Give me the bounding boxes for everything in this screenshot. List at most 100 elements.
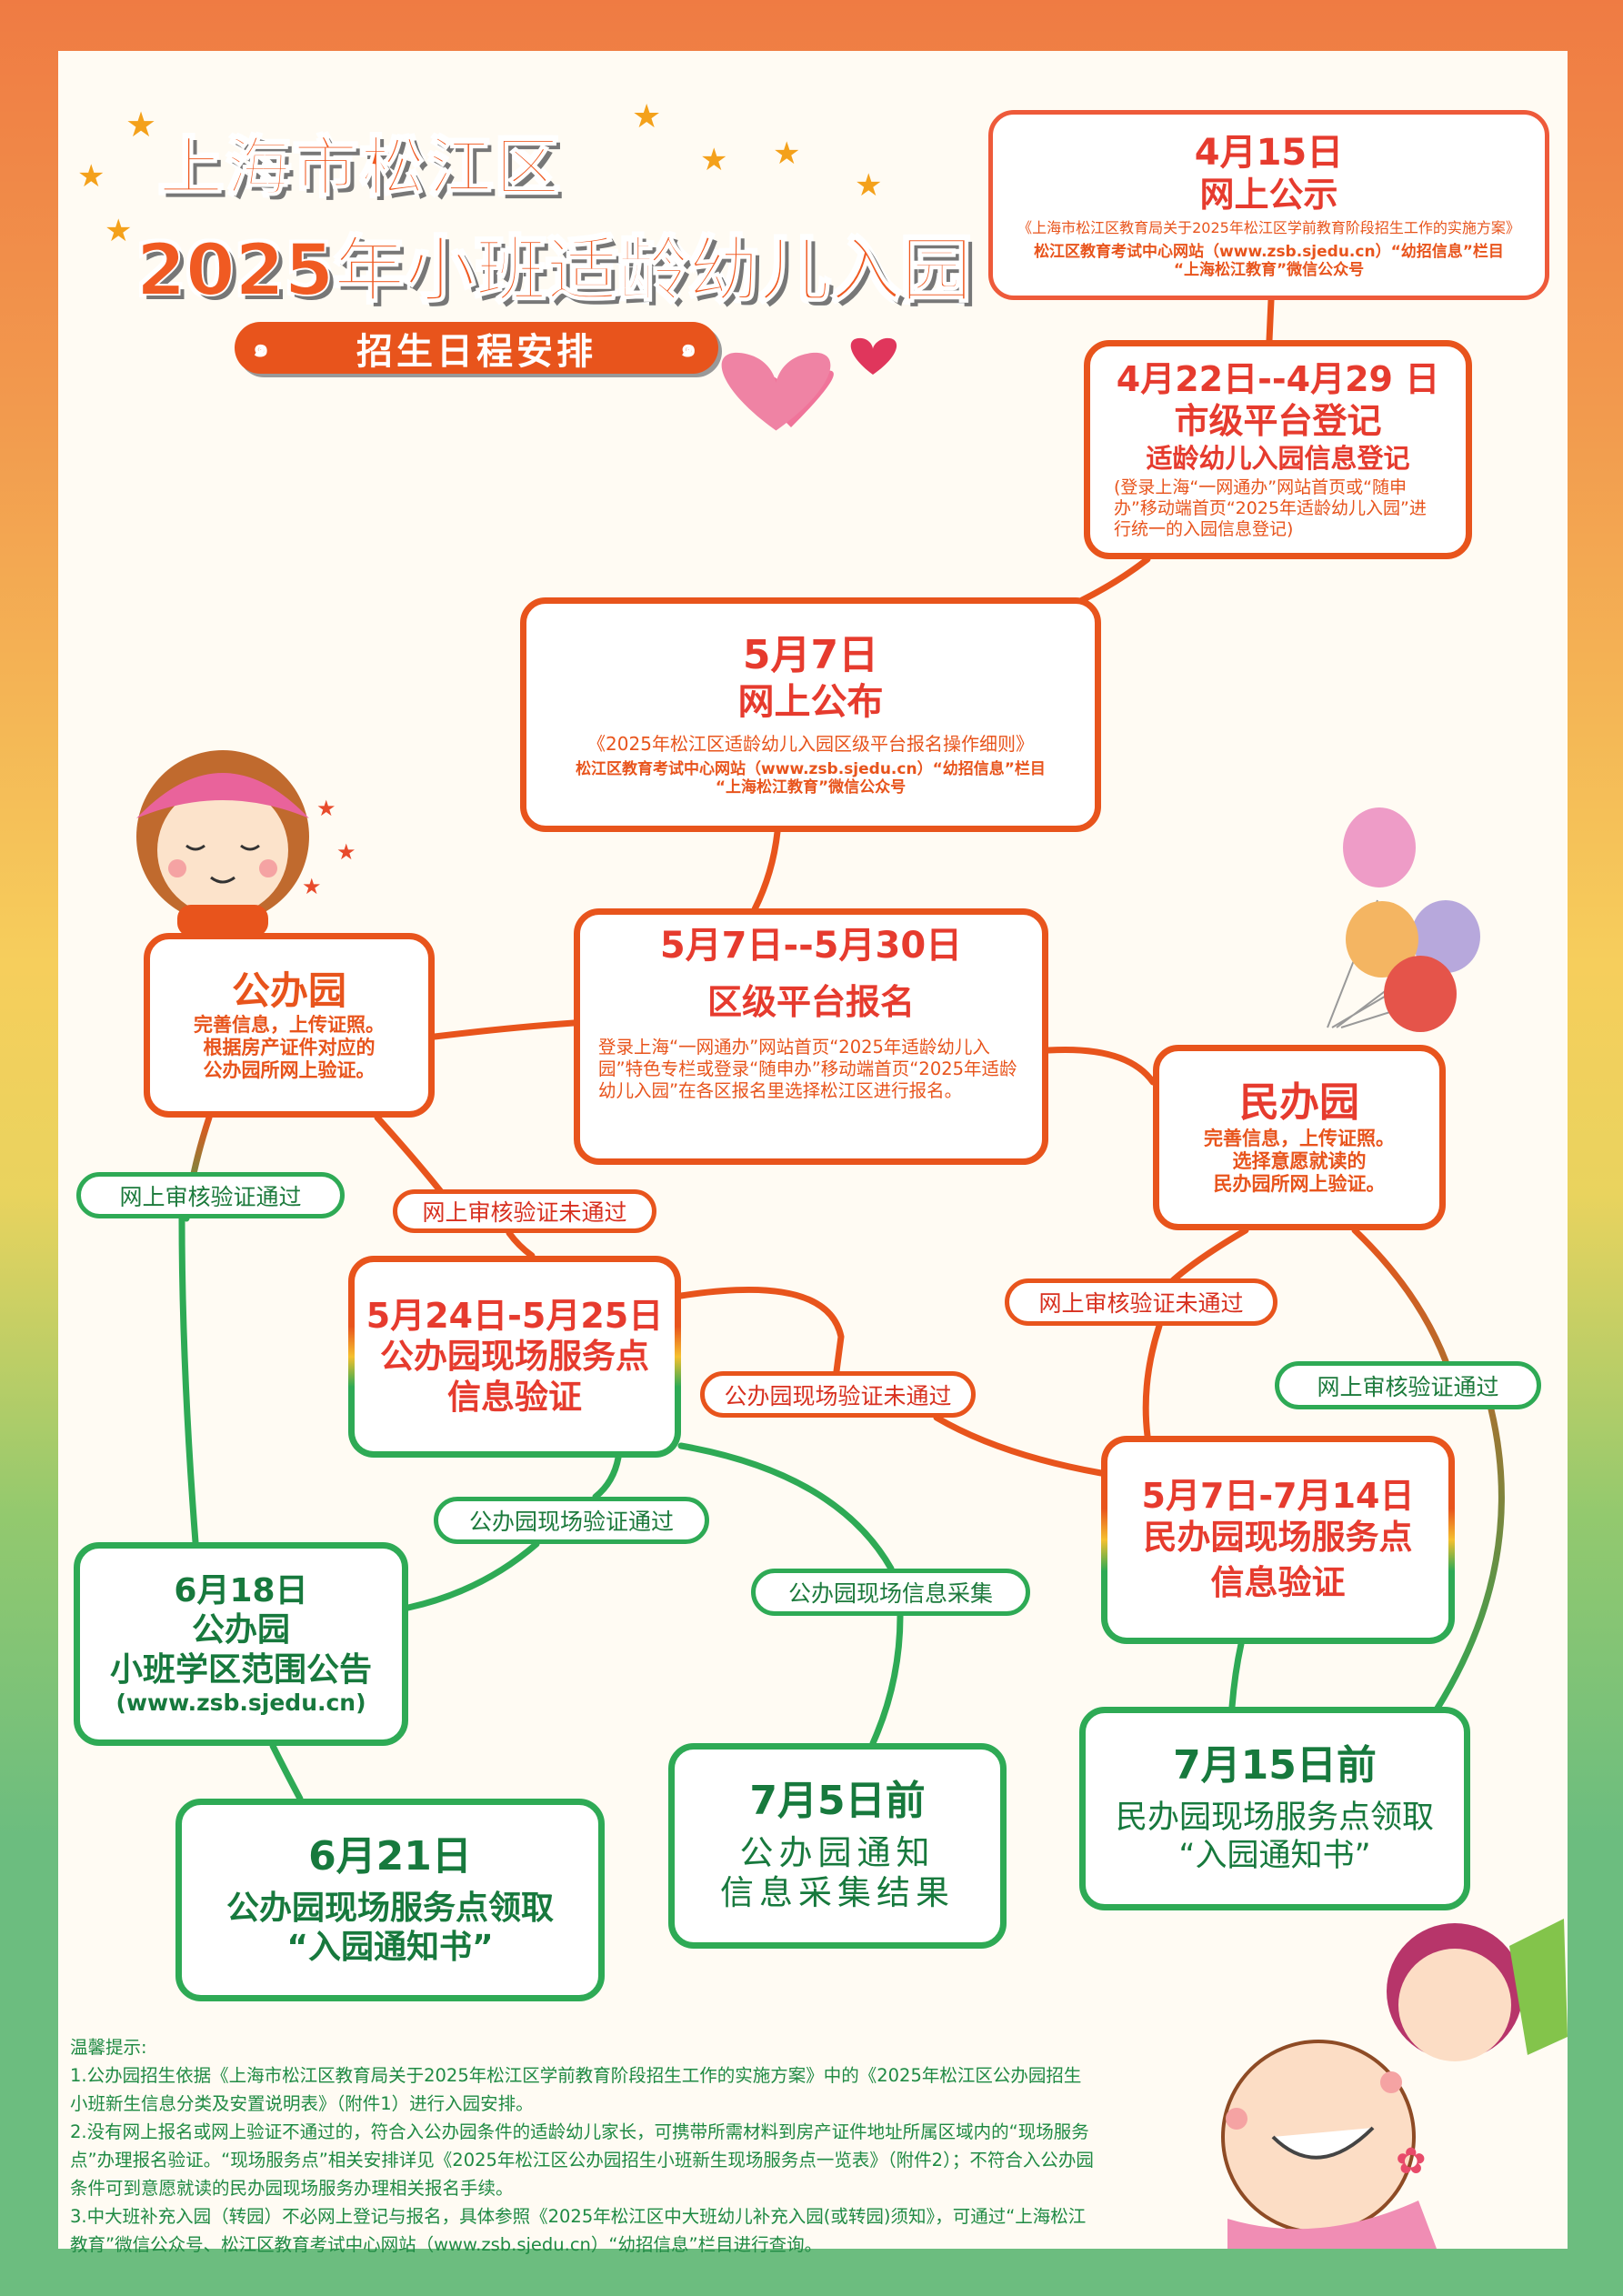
line-private-pass — [1351, 1227, 1505, 1713]
node-title: 民办园 — [1239, 1078, 1359, 1126]
girl-face-icon — [136, 750, 309, 937]
svg-text:★: ★ — [773, 135, 800, 172]
label-online-review-pass-public: 网上审核验证通过 — [76, 1172, 345, 1218]
node-jul5-collection-result: 7月5日前 公办园通知 信息采集结果 — [668, 1743, 1007, 1949]
node-title: 公办园 — [231, 968, 346, 1013]
svg-text:★: ★ — [125, 105, 156, 145]
node-line: 小班学区范围公告 — [109, 1650, 372, 1689]
node-line: 信息验证 — [447, 1377, 582, 1417]
node-wechat: “上海松江教育”微信公众号 — [1173, 260, 1365, 279]
node-line: 公办园现场服务点领取 — [225, 1889, 554, 1927]
line-may24-collect — [677, 1442, 904, 1747]
node-line: 公办园现场服务点 — [380, 1337, 649, 1377]
label-onsite-verification-fail: 公办园现场验证未通过 — [700, 1371, 976, 1418]
svg-text:★: ★ — [855, 167, 882, 204]
tip-item: 3.中大班补充入园（转园）不必网上登记与报名，具体参照《2025年松江区中大班幼… — [70, 2206, 1087, 2255]
node-may24-public-onsite-verification: 5月24日-5月25日 公办园现场服务点 信息验证 — [348, 1256, 681, 1458]
node-title: 市级平台登记 — [1174, 400, 1382, 441]
node-may7-30-district-registration: 5月7日--5月30日 区级平台报名 登录上海“一网通办”网站首页“2025年适… — [574, 908, 1048, 1165]
node-line: 完善信息，上传证照。 — [194, 1013, 385, 1036]
node-date: 5月7日--5月30日 — [659, 925, 963, 967]
line-pass-jun18 — [178, 1215, 199, 1546]
title-district: 上海市松江区 — [158, 129, 563, 206]
node-title: 网上公布 — [737, 681, 884, 723]
svg-text:★: ★ — [336, 839, 356, 865]
node-private-kindergarten: 民办园 完善信息，上传证照。 选择意愿就读的 民办园所网上验证。 — [1153, 1045, 1446, 1230]
label-online-review-fail-private: 网上审核验证未通过 — [1005, 1278, 1277, 1326]
node-date: 5月24日-5月25日 — [366, 1295, 664, 1336]
line-may24-onsitefail — [677, 1286, 1105, 1477]
line-may7jul14-jul15 — [1228, 1640, 1245, 1710]
node-jul15-private-admission-notice: 7月15日前 民办园现场服务点领取 “入园通知书” — [1079, 1707, 1470, 1910]
node-public-kindergarten: 公办园 完善信息，上传证照。 根据房产证件对应的 公办园所网上验证。 — [144, 933, 435, 1118]
node-may7-jul14-private-onsite-verification: 5月7日-7月14日 民办园现场服务点 信息验证 — [1101, 1436, 1455, 1644]
node-line: 根据房产证件对应的 — [203, 1037, 376, 1059]
label-onsite-info-collection: 公办园现场信息采集 — [751, 1569, 1030, 1616]
node-line: 公办园 — [191, 1611, 290, 1649]
line-apr15-apr22 — [1266, 296, 1275, 344]
node-date: 5月7日 — [742, 632, 879, 679]
node-date: 7月15日前 — [1173, 1741, 1377, 1789]
node-apr15-online-publicity: 4月15日 网上公示 《上海市松江区教育局关于2025年松江区学前教育阶段招生工… — [988, 110, 1549, 300]
node-subtitle: 适龄幼儿入园信息登记 — [1146, 442, 1410, 474]
svg-text:★: ★ — [77, 158, 105, 195]
svg-text:✿: ✿ — [1396, 2141, 1427, 2182]
line-may7_30-private — [1045, 1046, 1157, 1086]
svg-text:★: ★ — [302, 874, 322, 899]
line-apr22-may7 — [1078, 556, 1151, 604]
subtitle-pill: ๑ 招生日程安排 ๑ — [235, 322, 718, 374]
node-date: 5月7日-7月14日 — [1141, 1476, 1415, 1517]
svg-text:★: ★ — [316, 796, 336, 821]
children-icon: ✿ — [1221, 1919, 1568, 2249]
node-line: 民办园现场服务点领取 — [1115, 1800, 1434, 1837]
balloons-icon — [1327, 807, 1480, 1032]
node-date: 6月21日 — [308, 1832, 472, 1880]
node-desc: (登录上海“一网通办”网站首页或“随申办”移动端首页“2025年适龄幼儿入园”进… — [1114, 477, 1427, 539]
small-star-icon: ★★★ — [302, 796, 356, 899]
tip-item: 2.没有网上报名或网上验证不通过的，符合入公办园条件的适龄幼儿家长，可携带所需材… — [70, 2121, 1094, 2199]
swirl-icon: ๑ — [253, 332, 273, 363]
node-line: 信息采集结果 — [720, 1873, 955, 1913]
node-jun18-school-district-announcement: 6月18日 公办园 小班学区范围公告 (www.zsb.sjedu.cn) — [74, 1542, 408, 1746]
tips-heading: 温馨提示: — [70, 2037, 147, 2058]
title-main: 2025年小班适龄幼儿入园 — [135, 229, 973, 313]
heart-icon — [721, 352, 831, 431]
node-site: 松江区教育考试中心网站（www.zsb.sjedu.cn）“幼招信息”栏目 — [1034, 242, 1504, 261]
node-line: 完善信息，上传证照。 — [1204, 1127, 1395, 1149]
node-title: 网上公示 — [1199, 174, 1338, 215]
node-date: 4月22日--4月29 日 — [1116, 359, 1440, 400]
node-jun21-public-admission-notice: 6月21日 公办园现场服务点领取 “入园通知书” — [175, 1799, 605, 2001]
node-line: 民办园所网上验证。 — [1213, 1172, 1386, 1195]
node-line: 公办园所网上验证。 — [203, 1059, 376, 1082]
node-date: 6月18日 — [174, 1572, 308, 1610]
line-may7-may7_30 — [751, 828, 781, 913]
node-may7-online-announcement: 5月7日 网上公布 《2025年松江区适龄幼儿入园区级平台报名操作细则》 松江区… — [520, 597, 1101, 832]
node-date: 4月15日 — [1194, 131, 1344, 174]
node-doc: 《上海市松江区教育局关于2025年松江区学前教育阶段招生工作的实施方案》 — [1017, 219, 1520, 237]
label-online-review-fail-public: 网上审核验证未通过 — [393, 1189, 656, 1233]
svg-text:★: ★ — [105, 213, 132, 249]
node-date: 7月5日前 — [749, 1778, 926, 1825]
node-line: 民办园现场服务点 — [1143, 1517, 1413, 1557]
star-icon: ★★★ ★★★★ — [77, 98, 882, 249]
swirl-icon: ๑ — [680, 332, 700, 363]
node-title: 区级平台报名 — [706, 982, 915, 1022]
tips-section: 温馨提示: 1.公办园招生依据《上海市松江区教育局关于2025年松江区学前教育阶… — [70, 2033, 1097, 2259]
label-onsite-verification-pass: 公办园现场验证通过 — [434, 1497, 709, 1544]
line-may24-onsitepass — [405, 1454, 622, 1611]
node-line: “入园通知书” — [286, 1928, 494, 1966]
node-desc: 登录上海“一网通办”网站首页“2025年适龄幼儿入园”特色专栏或登录“随申办”移… — [598, 1036, 1017, 1102]
line-jun18-jun21 — [269, 1742, 304, 1802]
node-link[interactable]: (www.zsb.sjedu.cn) — [115, 1689, 366, 1716]
line-may7_30-public — [431, 1019, 577, 1040]
subtitle-text: 招生日程安排 — [356, 330, 596, 373]
tip-item: 1.公办园招生依据《上海市松江区教育局关于2025年松江区学前教育阶段招生工作的… — [70, 2065, 1082, 2114]
node-wechat: “上海松江教育”微信公众号 — [715, 778, 907, 797]
node-line: “入园通知书” — [1178, 1838, 1371, 1875]
node-site: 松江区教育考试中心网站（www.zsb.sjedu.cn）“幼招信息”栏目 — [576, 760, 1046, 778]
node-apr22-city-registration: 4月22日--4月29 日 市级平台登记 适龄幼儿入园信息登记 (登录上海“一网… — [1084, 340, 1472, 559]
label-online-review-pass-private: 网上审核验证通过 — [1275, 1361, 1541, 1409]
svg-text:★: ★ — [700, 142, 727, 178]
